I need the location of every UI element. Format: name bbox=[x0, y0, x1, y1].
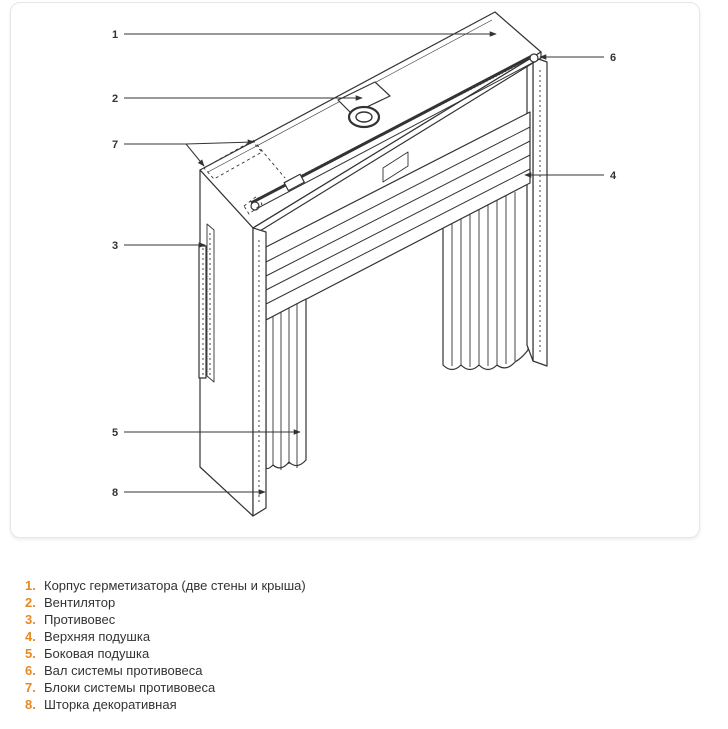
fan bbox=[337, 81, 391, 129]
callout-label: 2 bbox=[112, 93, 118, 105]
legend-text: Верхняя подушка bbox=[44, 629, 151, 644]
callout-6: 6 bbox=[539, 52, 616, 64]
callout-7: 7 bbox=[112, 139, 255, 167]
back-side-curtain bbox=[442, 180, 529, 371]
legend-number: 1. bbox=[25, 578, 36, 593]
legend-item: 6. Вал системы противовеса bbox=[25, 662, 306, 679]
callout-8: 8 bbox=[112, 487, 266, 499]
pulley-dashed-box bbox=[203, 140, 263, 180]
legend-text: Блоки системы противовеса bbox=[44, 680, 216, 695]
legend-text: Вал системы противовеса bbox=[44, 663, 203, 678]
callout-5: 5 bbox=[112, 427, 301, 439]
right-wall bbox=[526, 56, 548, 367]
callout-4: 4 bbox=[524, 170, 617, 182]
callout-1: 1 bbox=[112, 29, 497, 41]
callout-label: 8 bbox=[112, 487, 118, 499]
callout-label: 6 bbox=[610, 52, 616, 64]
legend-text: Противовес bbox=[44, 612, 116, 627]
legend-number: 2. bbox=[25, 595, 36, 610]
legend-number: 4. bbox=[25, 629, 36, 644]
legend-item: 1. Корпус герметизатора (две стены и крыш… bbox=[25, 577, 306, 594]
callout-label: 5 bbox=[112, 427, 118, 439]
legend-item: 5. Боковая подушка bbox=[25, 645, 306, 662]
legend-item: 2. Вентилятор bbox=[25, 594, 306, 611]
legend-text: Корпус герметизатора (две стены и крыша) bbox=[44, 578, 306, 593]
legend-text: Боковая подушка bbox=[44, 646, 150, 661]
callout-3: 3 bbox=[112, 240, 206, 252]
legend-number: 8. bbox=[25, 697, 36, 712]
counterweight bbox=[198, 223, 215, 383]
callout-2: 2 bbox=[112, 93, 363, 105]
legend-item: 3. Противовес bbox=[25, 611, 306, 628]
roof-vent bbox=[382, 151, 409, 183]
callout-label: 7 bbox=[112, 139, 118, 151]
counterweight-shaft bbox=[250, 53, 539, 211]
legend-item: 8. Шторка декоративная bbox=[25, 696, 306, 713]
dock-shelter-diagram: 1 2 3 4 5 6 7 8 bbox=[112, 11, 617, 517]
legend-item: 4. Верхняя подушка bbox=[25, 628, 306, 645]
legend-number: 3. bbox=[25, 612, 36, 627]
legend-number: 6. bbox=[25, 663, 36, 678]
legend-item: 7. Блоки системы противовеса bbox=[25, 679, 306, 696]
callout-label: 3 bbox=[112, 240, 118, 252]
callout-label: 4 bbox=[610, 170, 617, 182]
callout-label: 1 bbox=[112, 29, 118, 41]
front-side-curtain bbox=[265, 298, 307, 470]
legend-text: Вентилятор bbox=[44, 595, 116, 610]
shelter-drawing bbox=[198, 11, 548, 517]
legend-list: 1. Корпус герметизатора (две стены и крыш… bbox=[25, 577, 306, 713]
legend-number: 5. bbox=[25, 646, 36, 661]
legend-text: Шторка декоративная bbox=[44, 697, 177, 712]
legend-number: 7. bbox=[25, 680, 36, 695]
callouts: 1 2 3 4 5 6 7 8 bbox=[112, 29, 617, 499]
